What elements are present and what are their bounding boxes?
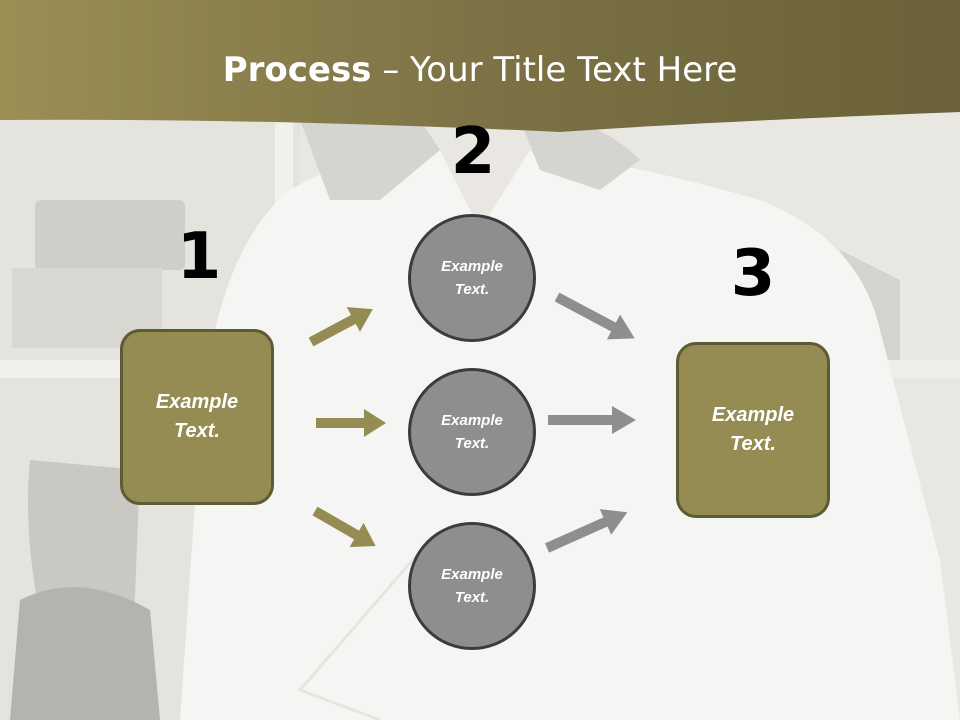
- circle-text: Example Text.: [441, 566, 503, 606]
- circle-text: Example Text.: [441, 258, 503, 298]
- step-1-box: Example Text.: [120, 329, 274, 505]
- arrow-top-to-3: [554, 292, 635, 340]
- step-3-box: Example Text.: [676, 342, 830, 518]
- arrow-middle-to-3: [548, 406, 636, 434]
- page-title: Process – Your Title Text Here: [0, 50, 960, 90]
- header-band: [0, 0, 960, 132]
- step-number-2: 2: [450, 115, 496, 189]
- step-1-text: Example Text.: [155, 391, 239, 442]
- circle-text: Example Text.: [441, 412, 503, 452]
- step-2-circle-bottom: Example Text.: [408, 522, 536, 650]
- olive-arrows: [308, 307, 386, 548]
- gray-arrows: [544, 292, 636, 553]
- step-2-circle-top: Example Text.: [408, 214, 536, 342]
- step-number-3: 3: [730, 237, 776, 311]
- arrow-1-to-bottom: [312, 506, 376, 548]
- step-2-circle-middle: Example Text.: [408, 368, 536, 496]
- arrow-1-to-top: [308, 307, 373, 347]
- title-bold: Process: [222, 50, 372, 90]
- title-rest: – Your Title Text Here: [371, 50, 738, 90]
- arrow-1-to-middle: [316, 409, 386, 437]
- step-3-text: Example Text.: [711, 404, 795, 455]
- arrow-bottom-to-3: [544, 509, 628, 553]
- step-number-1: 1: [176, 220, 222, 294]
